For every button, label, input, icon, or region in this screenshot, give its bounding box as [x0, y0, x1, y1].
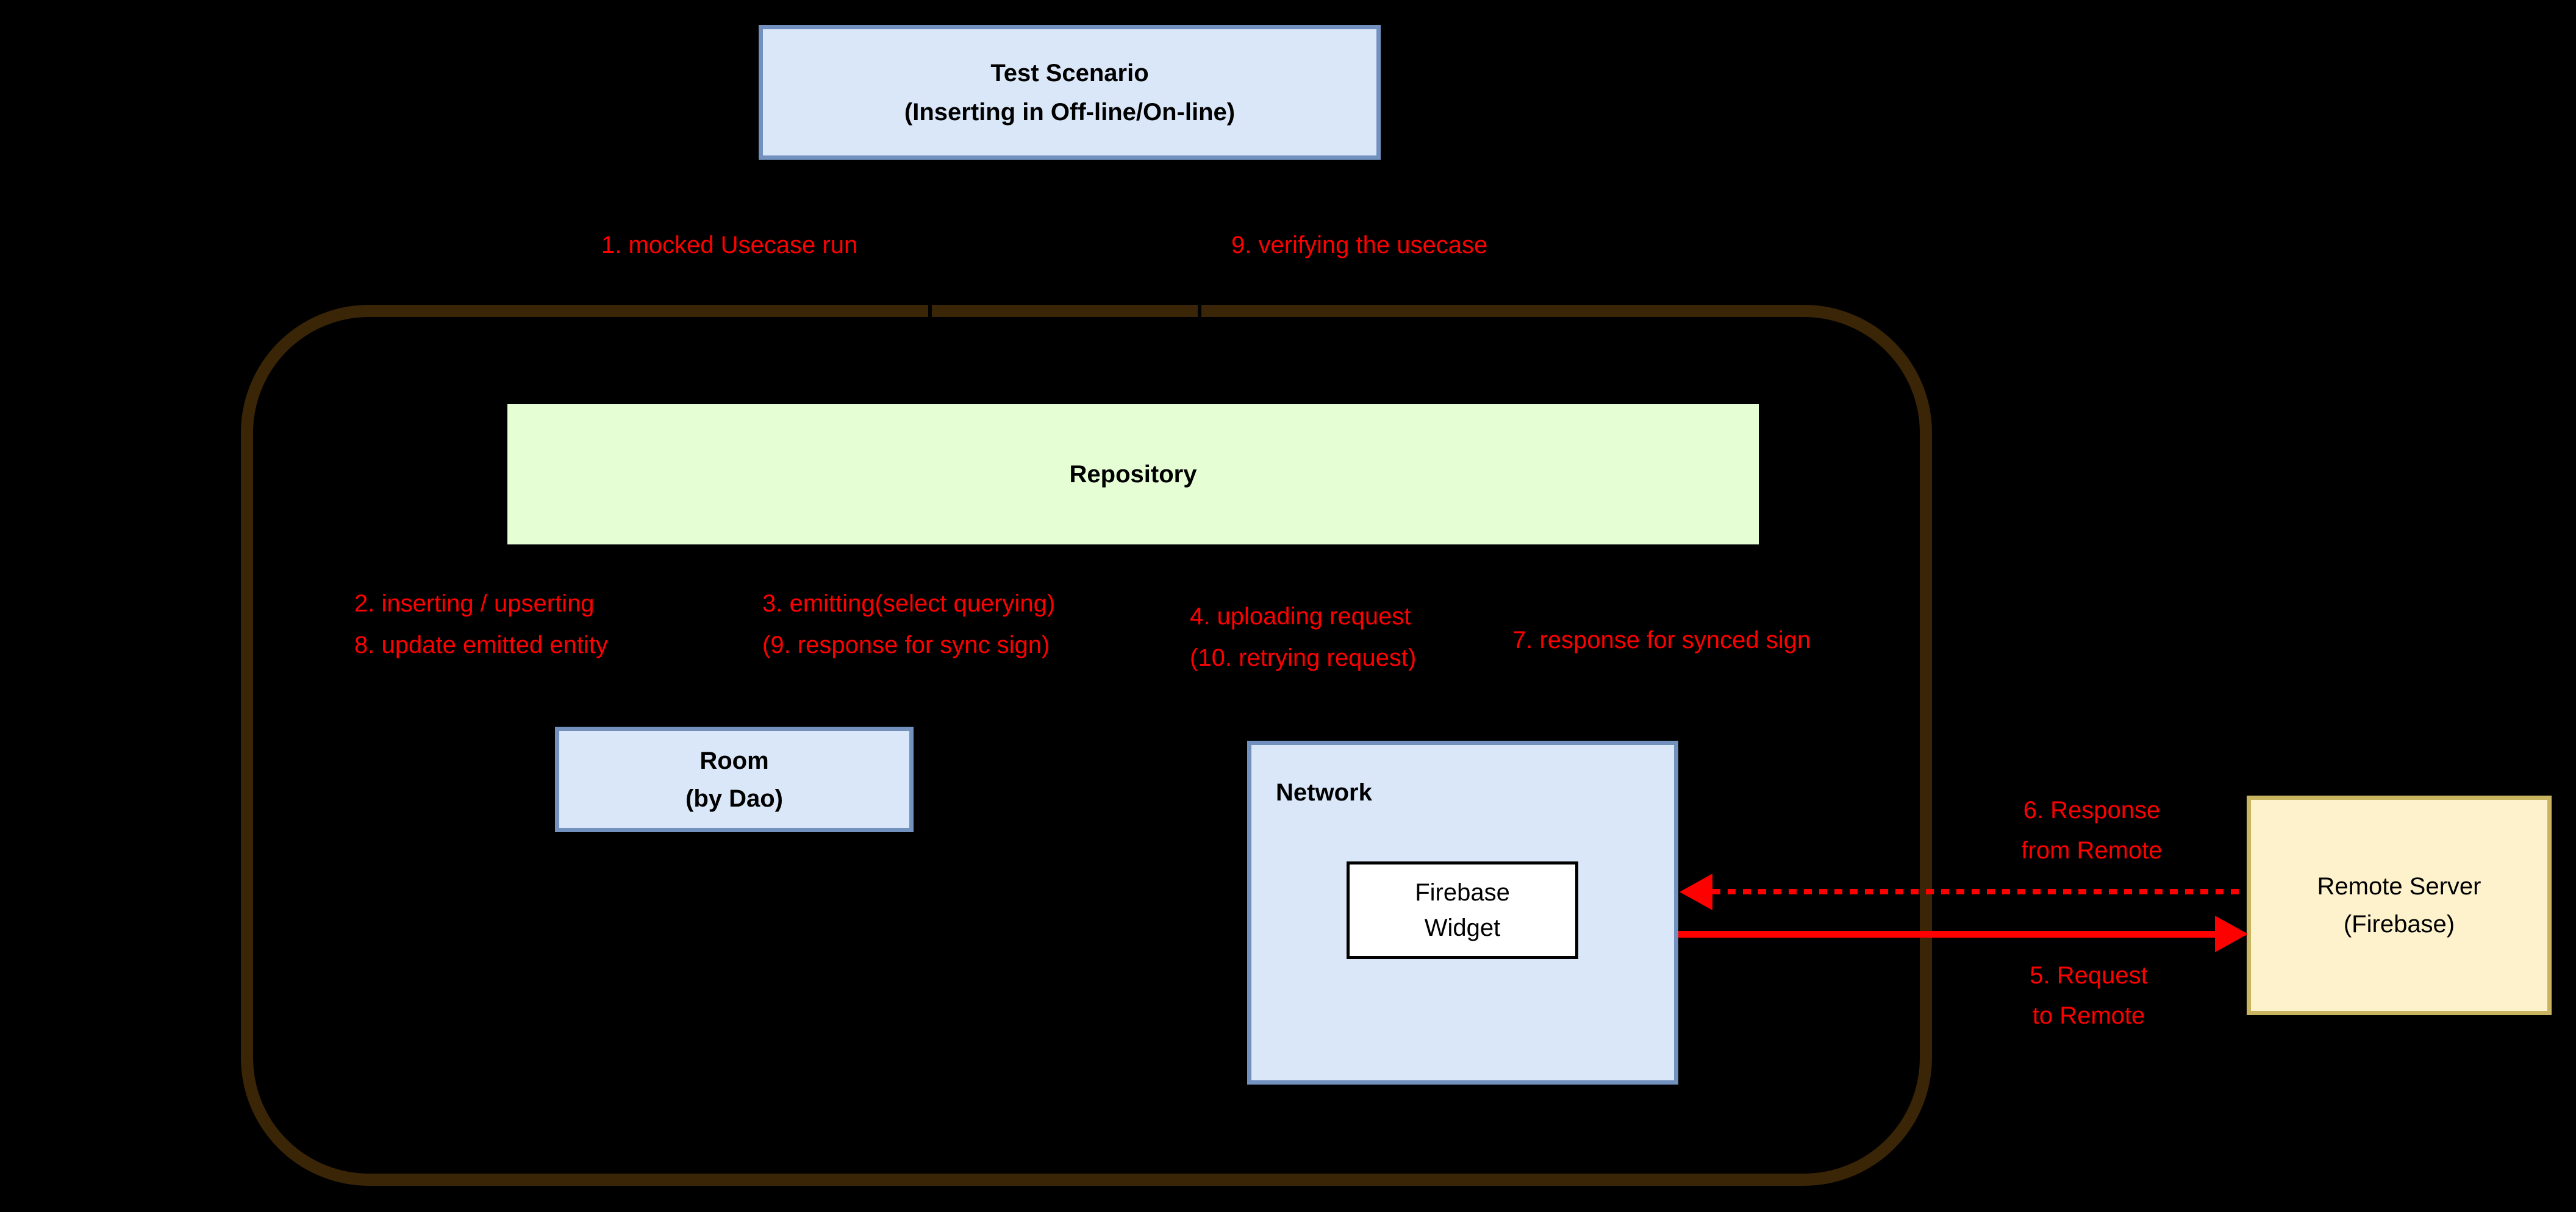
network-box: Network: [1247, 741, 1678, 1085]
room-label-line2: (by Dao): [685, 785, 783, 812]
label-step-9-top: 9. verifying the usecase: [1231, 232, 1488, 258]
label-step-6-line2: from Remote: [2021, 837, 2163, 864]
remote-server-line2: (Firebase): [2343, 911, 2455, 938]
label-step-10: (10. retrying request): [1190, 644, 1417, 671]
firebase-widget-line1: Firebase: [1415, 879, 1510, 906]
label-step-6: 6. Response from Remote: [1979, 790, 2205, 871]
room-label-line1: Room: [699, 747, 769, 774]
label-step-4-10: 4. uploading request (10. retrying reque…: [1190, 596, 1416, 679]
label-step-7: 7. response for synced sign: [1512, 627, 1811, 654]
repository-box: Repository: [507, 404, 1759, 544]
test-scenario-title-line1: Test Scenario: [990, 59, 1149, 87]
label-step-3-9: 3. emitting(select querying) (9. respons…: [762, 583, 1055, 666]
repository-label: Repository: [1069, 461, 1197, 488]
label-step-9-paren: (9. response for sync sign): [762, 632, 1050, 658]
remote-server-box: Remote Server (Firebase): [2247, 796, 2552, 1015]
firebase-widget-box: Firebase Widget: [1347, 861, 1578, 959]
connector-test-to-repository-1: [928, 160, 932, 405]
label-step-4: 4. uploading request: [1190, 603, 1411, 630]
label-step-2-8: 2. inserting / upserting 8. update emitt…: [354, 583, 608, 666]
repository-scope-container: [241, 305, 1932, 1186]
label-step-3: 3. emitting(select querying): [762, 590, 1056, 617]
label-step-1: 1. mocked Usecase run: [601, 232, 858, 258]
label-step-5-line2: to Remote: [2032, 1002, 2145, 1029]
request-arrowhead: [2215, 916, 2248, 952]
label-step-8: 8. update emitted entity: [354, 632, 608, 658]
test-scenario-box: Test Scenario (Inserting in Off-line/On-…: [759, 25, 1381, 160]
label-step-5-line1: 5. Request: [2030, 962, 2148, 989]
response-dotted-line: [1712, 889, 2241, 894]
label-step-6-line1: 6. Response: [2023, 797, 2161, 824]
network-label: Network: [1276, 779, 1372, 806]
test-scenario-title-line2: (Inserting in Off-line/On-line): [904, 98, 1236, 126]
connector-repository-to-test-9: [1198, 160, 1201, 405]
label-step-5: 5. Request to Remote: [1979, 955, 2199, 1036]
remote-server-line1: Remote Server: [2317, 873, 2481, 900]
request-solid-line: [1678, 931, 2216, 938]
response-arrowhead: [1680, 874, 1712, 910]
firebase-widget-line2: Widget: [1424, 914, 1501, 941]
label-step-2: 2. inserting / upserting: [354, 590, 595, 617]
room-box: Room (by Dao): [555, 727, 914, 832]
